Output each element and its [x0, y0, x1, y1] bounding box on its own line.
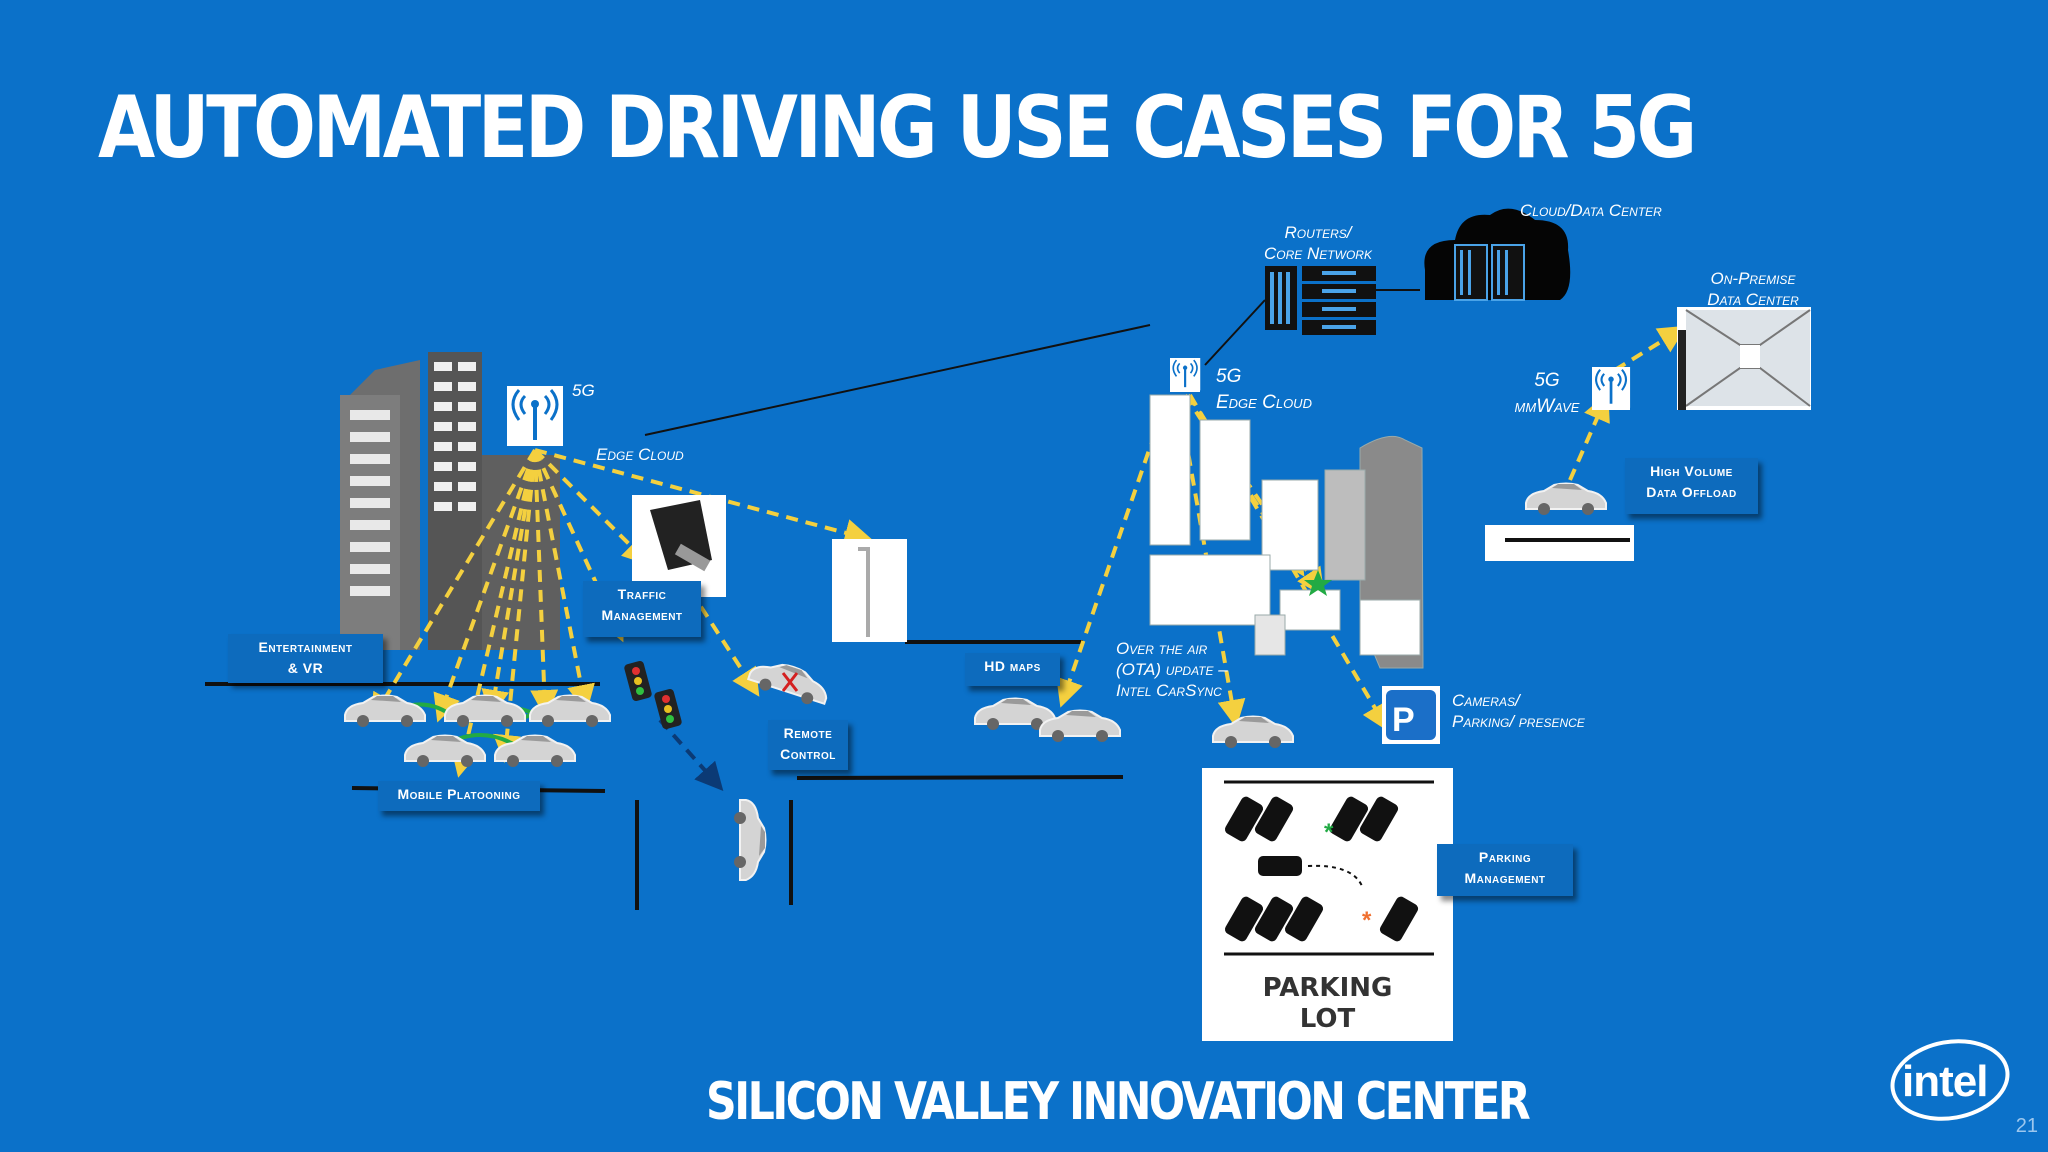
box-parking-management: Parking Management — [1437, 844, 1573, 896]
parking-lot-panel: * * PARKING LOT — [1202, 768, 1453, 1041]
street-lamp-graphic — [832, 539, 907, 642]
slide-title: AUTOMATED DRIVING USE CASES FOR 5G — [98, 78, 1697, 178]
x-mark — [781, 672, 799, 692]
svg-text:*: * — [1324, 819, 1334, 846]
parking-sign-icon: P — [1382, 686, 1440, 744]
cloud-datacenter-graphic — [1424, 208, 1571, 301]
label-cameras: Cameras/ Parking/ presence — [1452, 691, 1585, 731]
city-map-graphic — [1149, 394, 1424, 669]
traffic-camera-graphic — [632, 495, 726, 597]
parking-lot-text: PARKING LOT — [1262, 973, 1393, 1034]
dark-arrow — [658, 718, 724, 791]
box-hd-maps: HD maps — [965, 653, 1060, 686]
label-5g-edge-cloud: 5G Edge Cloud — [1216, 366, 1312, 413]
tower-5g-left — [505, 384, 565, 448]
label-5g-mmwave: 5G mmWave — [1514, 370, 1580, 417]
label-on-premise: On-Premise Data Center — [1707, 269, 1799, 309]
label-edge-cloud-left: Edge Cloud — [596, 445, 684, 464]
label-5g-left: 5G — [572, 381, 595, 400]
tower-5g-edge — [1168, 356, 1202, 392]
page-number: 21 — [2015, 1115, 2038, 1137]
traffic-lights-graphic — [624, 660, 682, 730]
box-traffic-management: Traffic Management — [583, 581, 701, 637]
footer-title: SILICON VALLEY INNOVATION CENTER — [706, 1072, 1531, 1132]
router-stack-graphic — [1265, 266, 1376, 335]
label-routers: Routers/ Core Network — [1264, 223, 1372, 263]
backhaul-lines — [644, 289, 1420, 436]
box-mobile-platooning: Mobile Platooning — [378, 781, 540, 811]
server-hall-graphic — [1677, 307, 1811, 410]
tower-5g-mmwave — [1590, 365, 1632, 410]
label-cloud-datacenter: Cloud/Data Center — [1520, 201, 1662, 220]
intel-logo: intel — [1890, 1039, 2010, 1121]
parking-lot-graphic: * * — [1224, 780, 1434, 956]
box-high-volume-offload: High Volume Data Offload — [1625, 458, 1758, 514]
label-ota-update: Over the air (OTA) update – Intel CarSyn… — [1116, 639, 1228, 700]
offload-panel — [1485, 525, 1634, 561]
box-remote-control: Remote Control — [768, 720, 848, 770]
svg-text:*: * — [1362, 907, 1372, 934]
green-star — [1304, 570, 1332, 596]
box-entertainment-vr: Entertainment & VR — [228, 634, 383, 683]
svg-text:P: P — [1392, 701, 1415, 739]
city-buildings-graphic — [340, 352, 560, 650]
svg-text:intel: intel — [1902, 1057, 1987, 1106]
